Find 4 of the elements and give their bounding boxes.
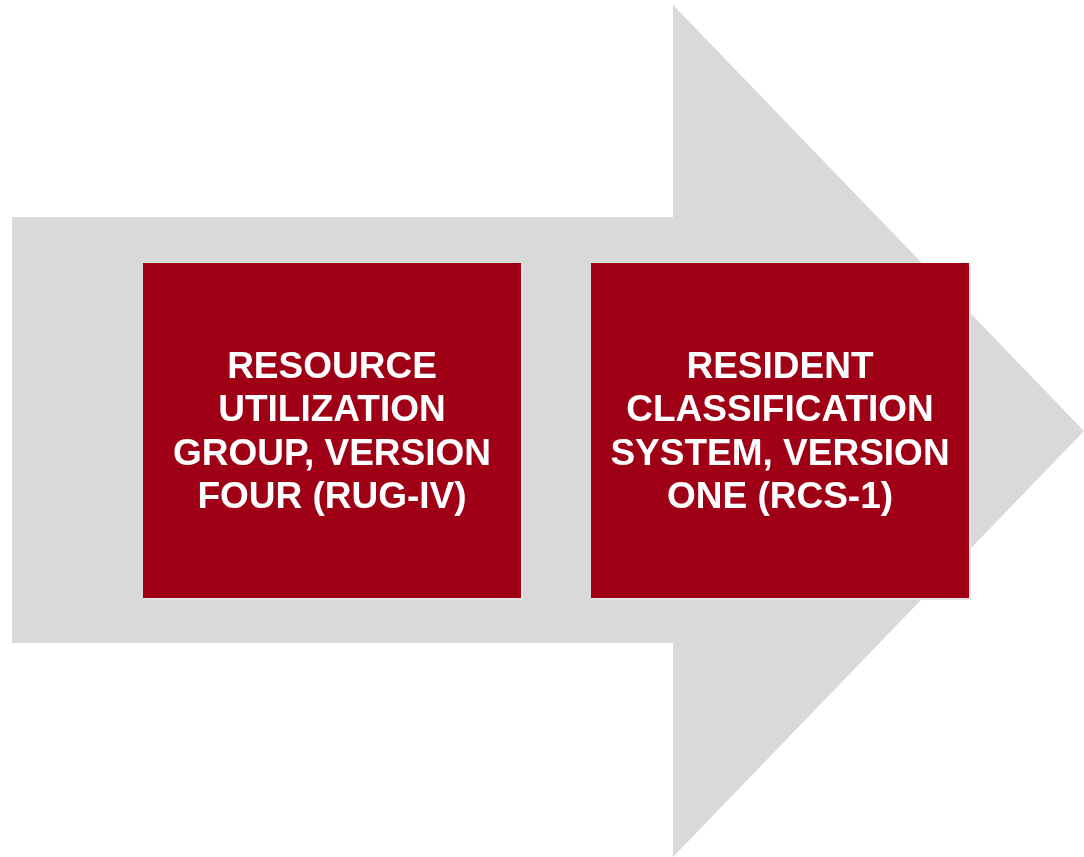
box-label: RESIDENT CLASSIFICATION SYSTEM, VERSION ONE (RCS-1) [609,343,951,518]
box-label: RESOURCE UTILIZATION GROUP, VERSION FOUR (RUG-IV) [172,343,492,518]
process-box [591,263,969,598]
process-box [143,263,521,598]
